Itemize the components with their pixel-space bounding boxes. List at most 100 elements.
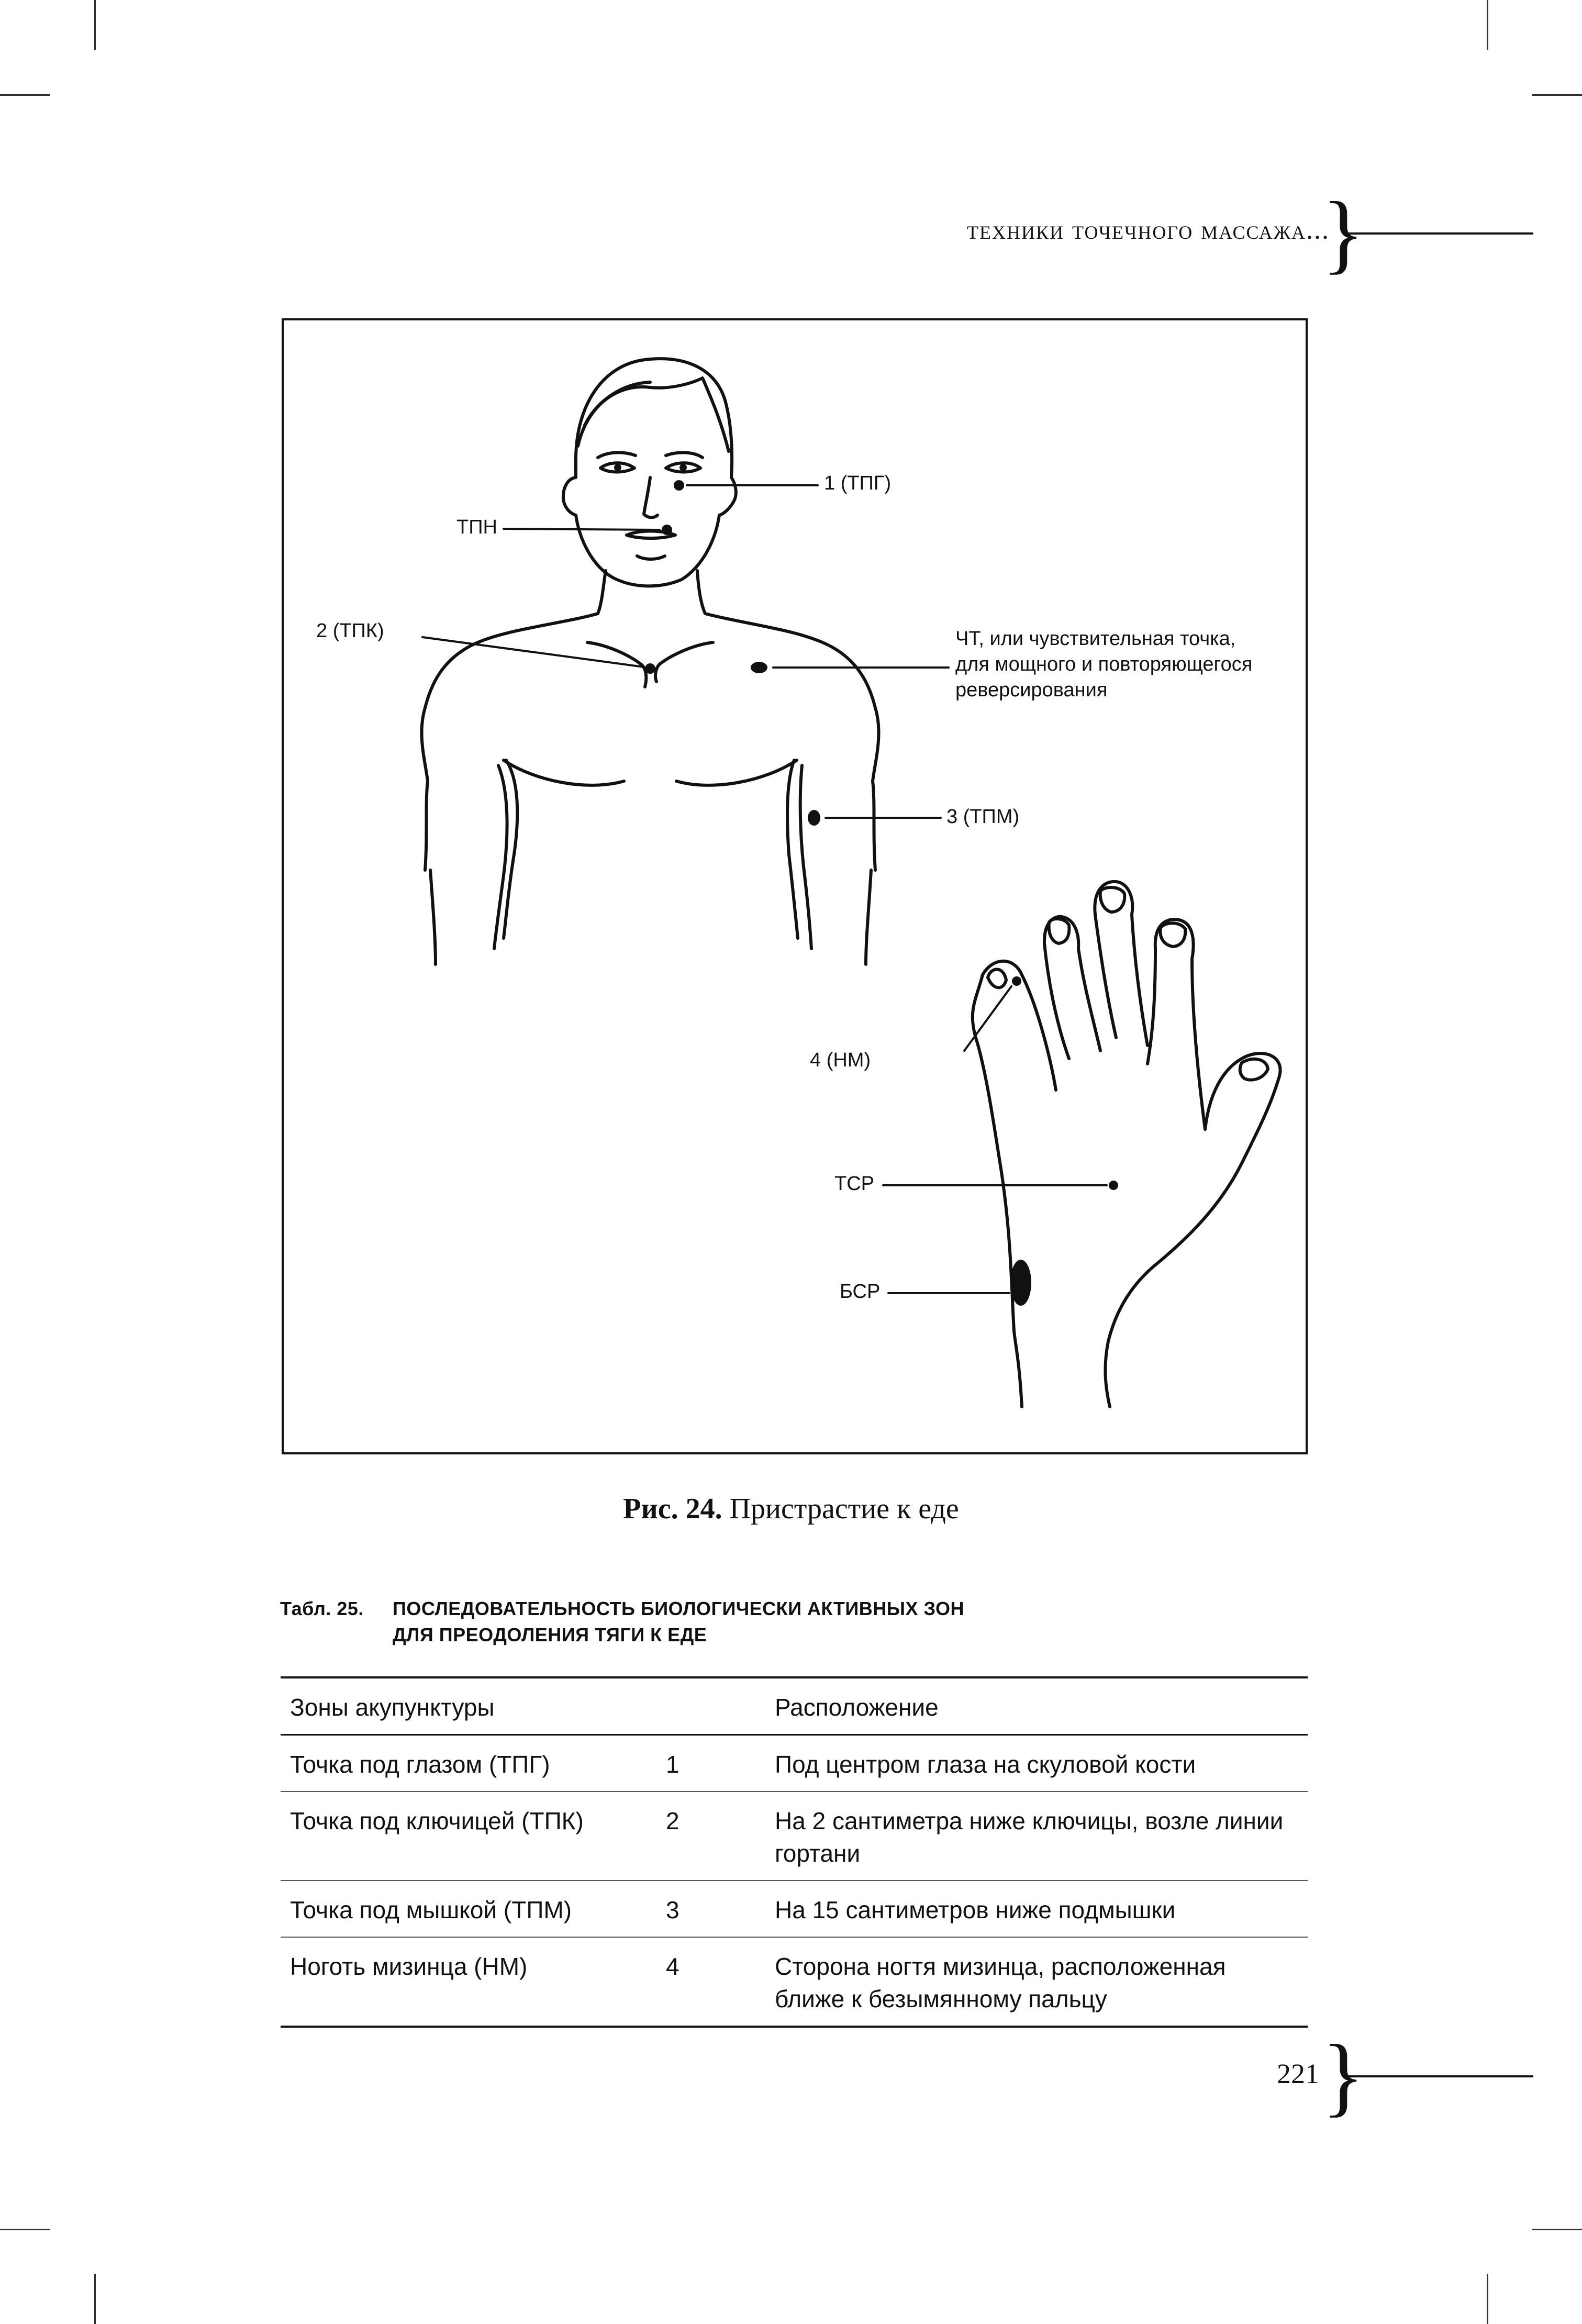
torso-bottom-left: [429, 869, 437, 966]
table-row: Точка под глазом (ТПГ) 1 Под центром гла…: [281, 1735, 1308, 1792]
middle-finger: [1094, 913, 1118, 1039]
middle-finger: [1093, 880, 1149, 1047]
index-finger: [1146, 947, 1157, 1065]
torso-left-inner: [493, 764, 509, 950]
figure-frame: 1 (ТПГ) ТПН 2 (ТПК) ЧТ, или чувствительн…: [282, 318, 1308, 1454]
torso-bottom-right: [864, 869, 873, 966]
label-cht-2: для мощного и повторяющегося: [955, 653, 1253, 675]
leader-line: [503, 528, 661, 531]
chest-left: [502, 759, 626, 787]
crop-mark: [94, 2274, 96, 2324]
label-tpg: 1 (ТПГ): [824, 472, 892, 494]
little-finger: [981, 959, 1057, 1092]
point-cht: [751, 662, 767, 673]
label-tpm: 3 (ТПМ): [946, 806, 1020, 828]
header-zones: Зоны акупунктуры: [290, 1694, 495, 1721]
hair: [576, 376, 730, 453]
page-number: 221: [1277, 2058, 1319, 2089]
figure-illustration: [420, 357, 1282, 1408]
table-title: Табл. 25. ПОСЛЕДОВАТЕЛЬНОСТЬ БИОЛОГИЧЕСКИ…: [280, 1596, 964, 1648]
crop-mark: [0, 2229, 50, 2230]
crop-mark: [0, 94, 50, 96]
table-title-line1: ПОСЛЕДОВАТЕЛЬНОСТЬ БИОЛОГИЧЕСКИ АКТИВНЫХ…: [393, 1598, 965, 1619]
crop-mark: [1532, 2229, 1582, 2230]
cell-number: 1: [666, 1751, 679, 1778]
label-bsr: БСР: [840, 1281, 881, 1303]
header-location: Расположение: [775, 1694, 939, 1721]
table-title-prefix: Табл. 25.: [280, 1598, 364, 1619]
eyebrow-right: [664, 451, 704, 459]
table-row: Точка под ключицей (ТПК) 2 На 2 сантимет…: [281, 1792, 1308, 1881]
label-tsr: ТСР: [834, 1173, 874, 1195]
collarbone-left: [586, 641, 648, 688]
leader-line: [421, 636, 645, 668]
leader-line: [963, 985, 1012, 1052]
header-rule: [1343, 232, 1533, 235]
table-header-row: Зоны акупунктуры Расположение: [281, 1677, 1308, 1735]
cell-location: Сторона ногтя мизинца, расположенная бли…: [775, 1953, 1226, 2012]
crop-mark: [1532, 94, 1582, 96]
cell-location: На 15 сантиметров ниже подмышки: [775, 1896, 1176, 1923]
cell-zone: Точка под ключицей (ТПК): [290, 1807, 584, 1834]
thumb-nail: [1238, 1057, 1269, 1082]
figure-caption: Рис. 24. Пристрастие к еде: [0, 1492, 1582, 1526]
nose: [642, 476, 659, 519]
point-tsr: [1109, 1181, 1118, 1190]
chin: [636, 554, 666, 561]
neck: [696, 569, 707, 615]
cell-location: На 2 сантиметра ниже ключицы, возле лини…: [775, 1807, 1284, 1867]
little-finger-nail: [986, 968, 1008, 989]
shoulder-right: [704, 612, 881, 872]
eye-left: [599, 461, 636, 474]
index-finger: [1153, 918, 1207, 1131]
index-finger-nail: [1158, 921, 1187, 948]
pupil: [679, 464, 687, 471]
torso-right: [786, 759, 799, 940]
chest-right: [675, 759, 798, 787]
cell-location: Под центром глаза на скуловой кости: [775, 1751, 1196, 1778]
cell-zone: Точка под мышкой (ТПМ): [290, 1896, 572, 1923]
point-tpn: [662, 525, 672, 535]
cell-number: 4: [666, 1953, 679, 1980]
middle-finger-nail: [1098, 886, 1127, 914]
torso-left: [502, 759, 519, 940]
label-tpn: ТПН: [456, 516, 497, 538]
footer-rule: [1343, 2075, 1533, 2077]
crop-mark: [94, 0, 96, 50]
point-tpm: [808, 810, 820, 826]
header-number: [656, 1677, 765, 1735]
label-nm: 4 (НМ): [810, 1049, 871, 1071]
head-outline: [561, 357, 738, 588]
cell-zone: Ноготь мизинца (НМ): [290, 1953, 528, 1980]
crop-mark: [1487, 2274, 1488, 2324]
point-nm: [1012, 976, 1021, 986]
ring-finger: [1043, 942, 1071, 1060]
eye-right: [664, 461, 702, 474]
neck: [596, 569, 607, 615]
mouth: [625, 529, 677, 540]
cell-number: 3: [666, 1896, 679, 1923]
thumb: [1104, 1052, 1282, 1408]
point-tpk: [645, 663, 655, 674]
table-row: Ноготь мизинца (НМ) 4 Сторона ногтя мизи…: [281, 1937, 1308, 2027]
eyebrow-left: [596, 451, 637, 459]
crop-mark: [1487, 0, 1488, 50]
pupil: [614, 464, 621, 471]
running-head: техники точечного массажа...: [967, 215, 1330, 245]
hand-outline: [971, 973, 1023, 1408]
collarbone-right: [654, 641, 715, 683]
ring-finger-nail: [1047, 917, 1071, 945]
torso-right-inner: [798, 764, 813, 950]
ring-finger: [1042, 915, 1102, 1052]
label-tpk: 2 (ТПК): [316, 620, 384, 642]
label-cht-1: ЧТ, или чувствительная точка,: [955, 628, 1236, 650]
acupuncture-table: Зоны акупунктуры Расположение Точка под …: [281, 1676, 1308, 2028]
table-row: Точка под мышкой (ТПМ) 3 На 15 сантиметр…: [281, 1881, 1308, 1937]
figure-caption-text: Пристрастие к еде: [729, 1493, 959, 1525]
figure-caption-number: Рис. 24.: [623, 1493, 722, 1525]
cell-zone: Точка под глазом (ТПГ): [290, 1751, 550, 1778]
cell-number: 2: [666, 1807, 679, 1834]
point-tpg: [674, 480, 684, 491]
label-cht-3: реверсирования: [955, 679, 1108, 701]
table-title-line2: ДЛЯ ПРЕОДОЛЕНИЯ ТЯГИ К ЕДЕ: [393, 1624, 707, 1645]
